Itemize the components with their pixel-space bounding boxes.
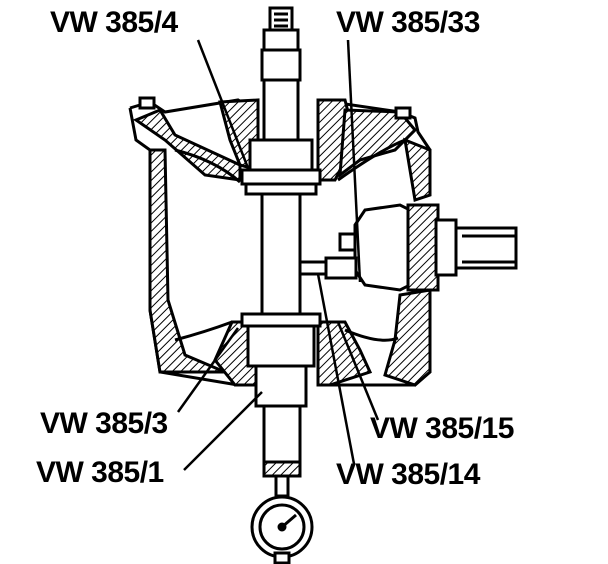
label-vw-385-4: VW 385/4	[50, 6, 178, 39]
leader-vw-385-14	[316, 273, 356, 465]
central-shaft	[240, 6, 322, 498]
label-vw-385-1: VW 385/1	[36, 456, 164, 489]
pinion-assembly	[298, 203, 518, 292]
leader-lines	[176, 39, 380, 471]
dial-gauge	[250, 495, 314, 564]
label-vw-385-33: VW 385/33	[336, 6, 480, 39]
leader-vw-385-33	[346, 39, 362, 283]
leader-vw-385-4	[196, 39, 250, 169]
label-vw-385-15: VW 385/15	[370, 412, 514, 445]
leader-vw-385-3	[176, 327, 240, 413]
leader-vw-385-15	[336, 321, 380, 421]
label-vw-385-3: VW 385/3	[40, 407, 168, 440]
leader-vw-385-1	[183, 391, 263, 471]
label-vw-385-14: VW 385/14	[336, 458, 480, 491]
